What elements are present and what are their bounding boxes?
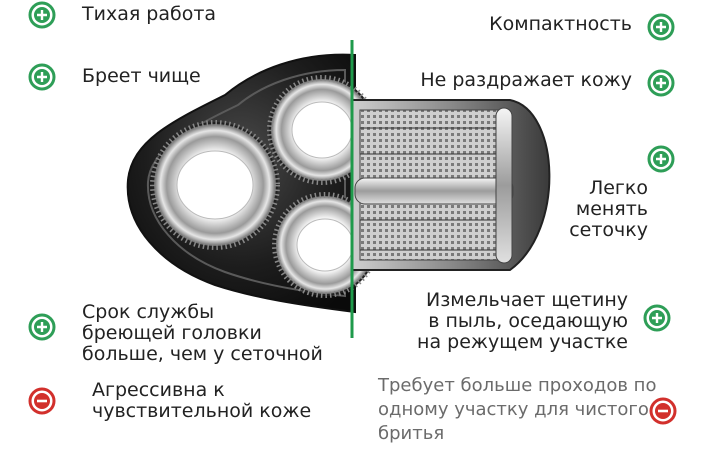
con-label-aggressive: Агрессивна к чувствительной коже (92, 379, 312, 422)
plus-icon (27, 62, 57, 92)
plus-icon (642, 303, 672, 333)
minus-icon (648, 396, 678, 426)
pro-label-cleaner-shave: Бреет чище (82, 65, 201, 87)
pro-label-easy-foil-change: Легко менять сеточку (569, 177, 648, 241)
pro-label-compact: Компактность (489, 13, 632, 35)
con-label-more-passes: Требует больше проходов по одному участк… (378, 375, 657, 444)
pro-label-stubble-dust: Измельчает щетину в пыль, оседающую на р… (417, 289, 628, 353)
plus-icon (646, 68, 676, 98)
plus-icon (27, 0, 57, 30)
minus-icon (27, 386, 57, 416)
pro-label-head-lifespan: Срок службы бреющей головки больше, чем … (82, 301, 323, 365)
foil-shaver-head (351, 99, 551, 271)
plus-icon (646, 144, 676, 174)
rotary-head-left (150, 120, 280, 250)
plus-icon (646, 12, 676, 42)
pro-label-no-irritation: Не раздражает кожу (420, 69, 632, 91)
pro-label-quiet: Тихая работа (82, 3, 217, 25)
plus-icon (27, 312, 57, 342)
